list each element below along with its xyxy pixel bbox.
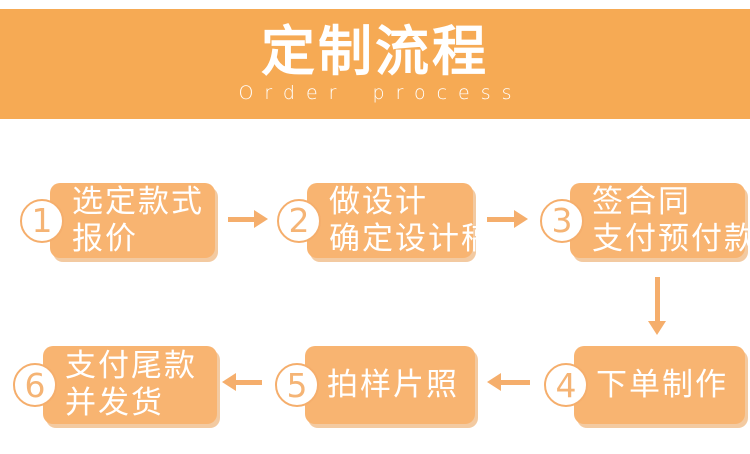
arrow-stem <box>236 379 262 385</box>
arrow-down-icon <box>647 277 667 335</box>
arrow-right-icon <box>487 209 528 229</box>
step-6-box: 6 支付尾款 并发货 <box>13 346 217 424</box>
arrow-left-icon <box>222 372 262 392</box>
step-2-box: 2 做设计 确定设计稿 <box>277 183 494 258</box>
arrow-head <box>514 210 528 228</box>
step-1-label-line-1: 选定款式 <box>72 183 204 220</box>
arrow-head <box>487 373 501 391</box>
arrow-head <box>222 373 236 391</box>
step-3-label-line-2: 支付预付款 <box>592 220 750 257</box>
arrow-stem <box>487 216 514 222</box>
arrow-head <box>648 321 666 335</box>
page-subtitle: Order process <box>238 81 523 104</box>
step-3-number-badge: 3 <box>540 198 584 243</box>
step-5-label-line-1: 拍样片照 <box>327 366 459 403</box>
step-4-label-line-1: 下单制作 <box>596 366 728 403</box>
arrow-head <box>254 210 268 228</box>
arrow-left-icon <box>487 372 530 392</box>
step-1-box: 1 选定款式 报价 <box>20 183 215 258</box>
step-5-number-badge: 5 <box>275 363 319 407</box>
step-2-label-line-2: 确定设计稿 <box>329 220 494 257</box>
step-3-box: 3 签合同 支付预付款 <box>540 183 750 258</box>
arrow-stem <box>501 379 530 385</box>
arrow-right-icon <box>228 209 268 229</box>
step-6-label-line-2: 并发货 <box>65 385 164 421</box>
step-3-label-line-1: 签合同 <box>592 183 691 220</box>
arrow-stem <box>228 216 254 222</box>
step-1-number-badge: 1 <box>20 198 64 243</box>
arrow-stem <box>654 277 660 321</box>
page-title: 定制流程 <box>261 20 489 84</box>
step-4-number-badge: 4 <box>544 363 588 407</box>
step-6-number-badge: 6 <box>13 363 57 407</box>
step-2-label-line-1: 做设计 <box>329 183 428 220</box>
header-banner: 定制流程 Order process <box>0 9 750 119</box>
step-5-box: 5 拍样片照 <box>275 346 475 424</box>
step-1-label-line-2: 报价 <box>72 220 138 257</box>
step-2-number-badge: 2 <box>277 198 321 243</box>
step-6-label-line-1: 支付尾款 <box>65 348 197 384</box>
step-4-box: 4 下单制作 <box>544 346 745 424</box>
